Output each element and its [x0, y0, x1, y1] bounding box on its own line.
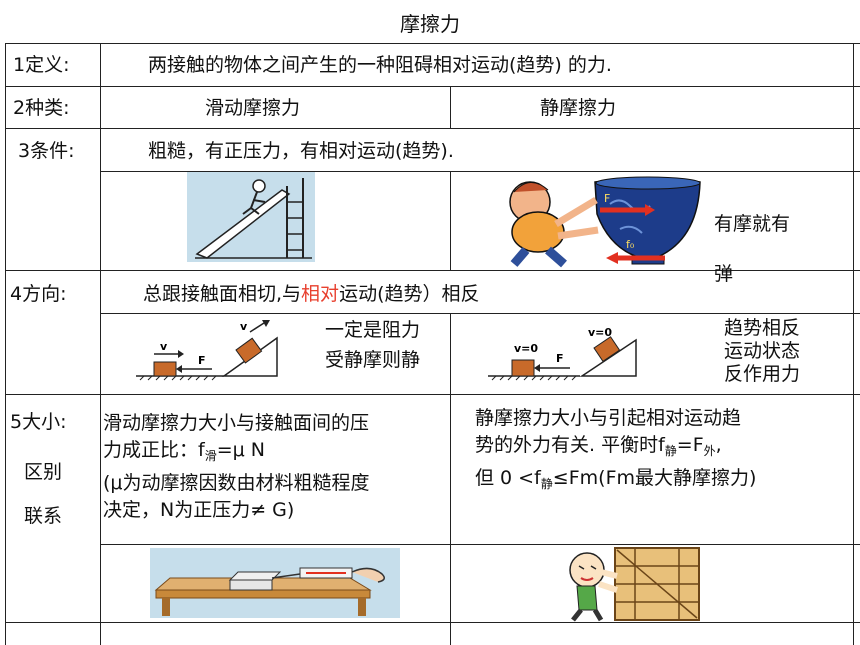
direction-text-highlight: 相对 [301, 283, 340, 305]
static-magnitude-text: 静摩擦力大小与引起相对运动趋 势的外力有关. 平衡时f静=F外, 但 0 <f静… [475, 407, 757, 491]
incline-v-zero-label: v=0 [588, 326, 612, 339]
static-f-label: F [556, 352, 564, 365]
slide-illustration [187, 172, 315, 262]
conditions-text: 粗糙，有正压力，有相对运动(趋势). [148, 140, 454, 162]
static-v-zero-label: v=0 [514, 342, 538, 355]
note-tendency: 趋势相反 [724, 317, 801, 339]
types-label: 2种类: [13, 97, 70, 119]
direction-label: 4方向: [10, 283, 67, 305]
magnitude-label: 5大小: [10, 411, 67, 433]
definition-label: 1定义: [13, 54, 70, 76]
direction-text: 总跟接触面相切,与相对运动(趋势）相反 [143, 283, 480, 305]
sliding-magnitude-text: 滑动摩擦力大小与接触面间的压 力成正比：f滑=μ N (μ为动摩擦因数由材料粗糙… [103, 412, 370, 521]
pushing-crate-illustration [555, 546, 703, 622]
pushing-bowl-illustration: F f₀ [500, 174, 705, 268]
sliding-v-label: v [160, 340, 168, 353]
note-static-means-rest: 受静摩则静 [325, 349, 421, 371]
conditions-label: 3条件: [18, 140, 75, 162]
sliding-friction-heading: 滑动摩擦力 [205, 97, 301, 119]
note-has-friction-line2: 弹 [714, 263, 734, 285]
distinction-label: 区别 [24, 461, 63, 483]
static-friction-heading: 静摩擦力 [540, 97, 617, 119]
incline-v-label: v [240, 320, 248, 333]
spring-scale-illustration [150, 548, 400, 618]
note-motion-state: 运动状态 [724, 340, 801, 362]
bowl-f-label: F [604, 192, 610, 205]
note-reaction-force: 反作用力 [724, 363, 801, 385]
bowl-f0-label: f₀ [626, 238, 635, 251]
sliding-f-label: F [198, 354, 206, 367]
sliding-direction-diagram: v F v [132, 318, 282, 384]
note-has-friction-line1: 有摩就有 [714, 213, 791, 235]
page-title: 摩擦力 [400, 12, 460, 36]
note-not-always-resistance: 一定是阻力 [325, 319, 421, 341]
relation-label: 联系 [24, 505, 63, 527]
static-direction-diagram: v=0 F v=0 [484, 320, 644, 384]
definition-text: 两接触的物体之间产生的一种阻碍相对运动(趋势) 的力. [148, 54, 612, 76]
